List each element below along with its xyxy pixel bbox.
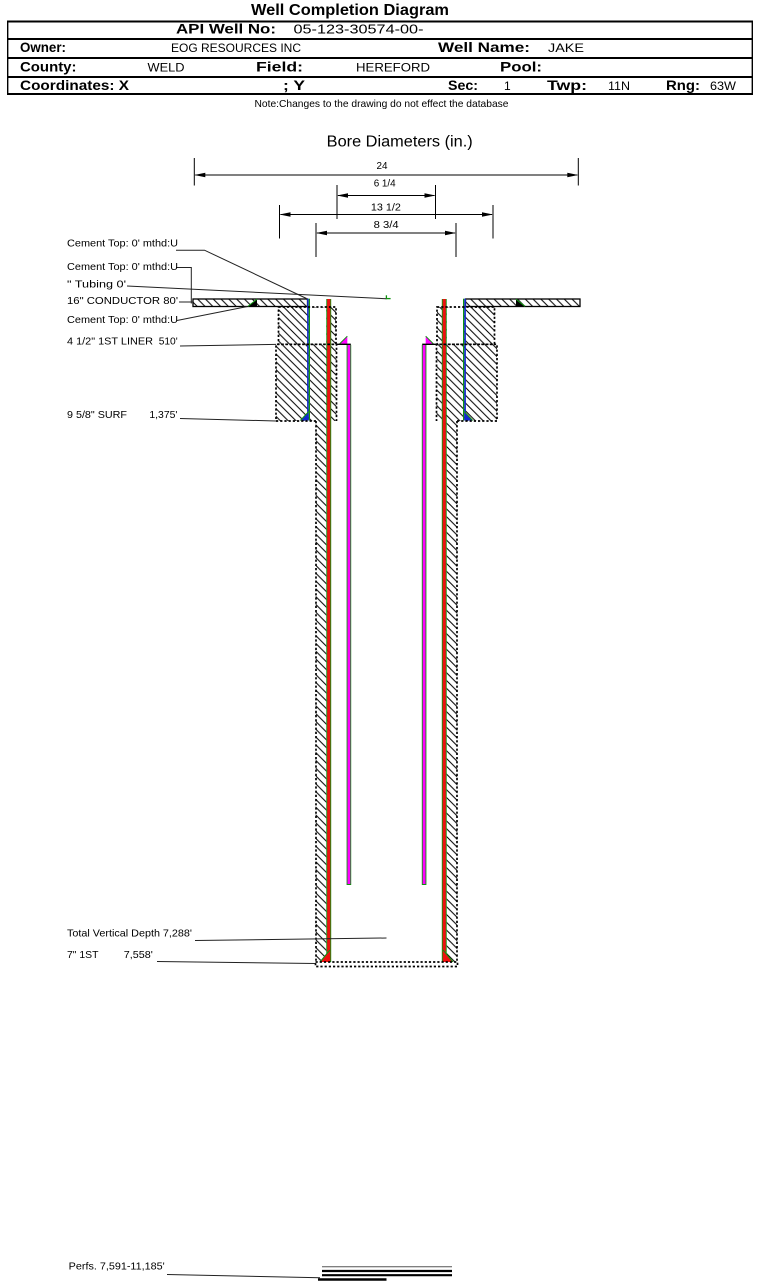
svg-text:Well Completion Diagram: Well Completion Diagram (251, 2, 449, 19)
svg-text:Rng:: Rng: (666, 77, 700, 93)
svg-text:Cement Top: 0' mthd:U: Cement Top: 0' mthd:U (67, 314, 178, 326)
svg-text:JAKE: JAKE (548, 41, 584, 55)
svg-text:HEREFORD: HEREFORD (356, 61, 430, 75)
svg-text:16" CONDUCTOR 80': 16" CONDUCTOR 80' (67, 295, 178, 307)
svg-text:13 1/2: 13 1/2 (371, 202, 401, 213)
svg-text:Pool:: Pool: (500, 59, 542, 75)
svg-text:" Tubing 0': " Tubing 0' (67, 279, 126, 291)
svg-text:05-123-30574-00-: 05-123-30574-00- (294, 22, 424, 37)
svg-text:API Well No:: API Well No: (176, 22, 276, 37)
svg-text:1: 1 (504, 79, 511, 93)
svg-text:Owner:: Owner: (20, 39, 66, 55)
svg-text:; Y: ; Y (283, 77, 306, 93)
svg-text:7,558': 7,558' (124, 949, 153, 961)
svg-text:Note:Changes to the drawing do: Note:Changes to the drawing do not effec… (255, 98, 509, 110)
svg-text:Well Name:: Well Name: (438, 39, 530, 55)
svg-text:County:: County: (20, 59, 77, 75)
svg-text:WELD: WELD (148, 61, 185, 75)
svg-text:24: 24 (377, 161, 388, 172)
svg-text:Bore Diameters (in.): Bore Diameters (in.) (327, 133, 473, 150)
svg-text:Perfs. 7,591-11,185': Perfs. 7,591-11,185' (69, 1261, 165, 1273)
svg-text:Cement Top: 0' mthd:U: Cement Top: 0' mthd:U (67, 261, 178, 273)
svg-text:Twp:: Twp: (547, 77, 587, 93)
svg-text:4 1/2" 1ST LINER: 4 1/2" 1ST LINER (67, 336, 153, 348)
svg-text:Cement Top: 0' mthd:U: Cement Top: 0' mthd:U (67, 238, 178, 250)
svg-text:7" 1ST: 7" 1ST (67, 949, 99, 961)
svg-text:Sec:: Sec: (448, 77, 478, 93)
svg-text:Coordinates: X: Coordinates: X (20, 77, 130, 93)
svg-text:63W: 63W (710, 79, 737, 93)
svg-text:9 5/8" SURF: 9 5/8" SURF (67, 409, 127, 421)
svg-text:Total Vertical Depth 7,288': Total Vertical Depth 7,288' (67, 928, 192, 940)
svg-text:8 3/4: 8 3/4 (374, 220, 399, 231)
svg-text:11N: 11N (608, 79, 630, 93)
svg-text:1,375': 1,375' (149, 409, 177, 421)
svg-text:510': 510' (159, 336, 178, 348)
svg-text:EOG RESOURCES INC: EOG RESOURCES INC (171, 41, 301, 55)
svg-text:6 1/4: 6 1/4 (374, 179, 396, 190)
svg-text:Field:: Field: (256, 59, 303, 75)
